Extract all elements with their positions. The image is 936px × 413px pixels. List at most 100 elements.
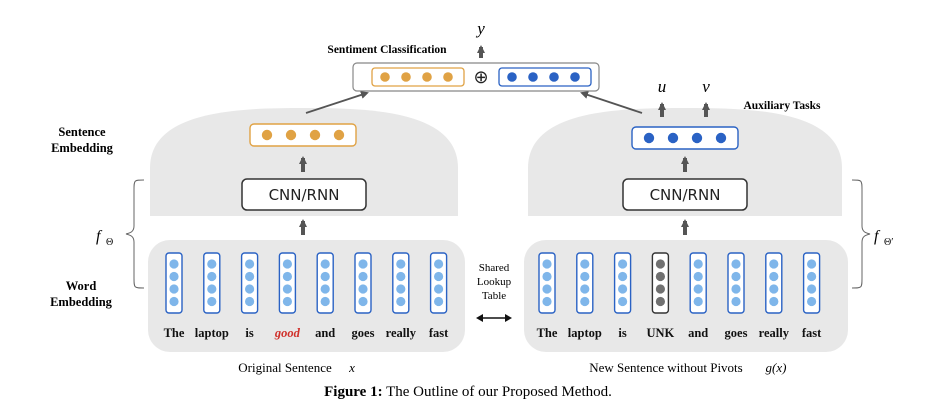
word-vector: [689, 252, 707, 314]
svg-text:Figure 1: The Outline of our P: Figure 1: The Outline of our Proposed Me…: [324, 384, 612, 400]
word-vector-dot: [207, 259, 217, 269]
word-vector: [278, 252, 297, 314]
concat-dot-right: [528, 72, 538, 82]
word-vector-dot: [542, 296, 552, 307]
concat-dot-left: [422, 72, 432, 82]
word-token: The: [164, 326, 185, 340]
svg-text:New Sentence without Pivots: New Sentence without Pivots: [589, 360, 742, 375]
word-vector-dot: [655, 259, 666, 269]
word-vector-dot: [169, 296, 179, 307]
word-vector-dot: [618, 259, 628, 269]
concat-right-vector: [498, 67, 592, 87]
left-encoder-box: [241, 178, 367, 211]
left-encoder-label: CNN/RNN: [269, 186, 340, 204]
caption-text: The Outline of our Proposed Method.: [383, 384, 612, 400]
sentiment-classification-label: Sentiment Classification: [327, 44, 447, 56]
right-to-concat-arrow: [580, 91, 643, 114]
word-vector-dot: [731, 259, 741, 269]
word-embedding-label-line1: Word: [66, 279, 97, 293]
word-token: fast: [429, 326, 449, 340]
word-vector-dot: [320, 259, 330, 269]
word-token: good: [274, 326, 301, 340]
shared-lookup-line2: Lookup: [477, 276, 512, 288]
left-word-panel: [148, 240, 465, 352]
right-brace: [851, 179, 871, 289]
right-sentence-vector: [631, 126, 739, 150]
word-vector-dot: [396, 271, 406, 282]
word-vector-dot: [542, 271, 552, 282]
concat-symbol: ⊕: [473, 67, 488, 88]
figure-caption: Figure 1: The Outline of our Proposed Me…: [324, 384, 612, 400]
word-vector-dot: [434, 271, 444, 282]
word-vector-dot: [396, 296, 406, 307]
word-vector-dot: [580, 271, 590, 282]
word-vector-dot: [320, 271, 330, 282]
word-vector-dot: [655, 271, 666, 282]
classification-block: y Sentiment Classification ⊕: [327, 19, 600, 92]
word-vector-dot: [731, 271, 741, 282]
word-vector-dot: [169, 284, 179, 294]
svg-text:Θ′: Θ′: [884, 237, 893, 248]
concat-dot-left: [443, 72, 453, 82]
word-vector-dot: [655, 284, 666, 294]
word-token: The: [537, 326, 558, 340]
word-vector-dot: [207, 296, 217, 307]
word-vector-dot: [396, 259, 406, 269]
word-vector-dot: [807, 284, 817, 294]
word-vector-dot: [282, 284, 292, 294]
word-vector-dot: [731, 296, 741, 307]
word-vector-dot: [542, 284, 552, 294]
word-vector-dot: [769, 296, 779, 307]
word-vector-dot: [769, 284, 779, 294]
word-vector-dot: [207, 284, 217, 294]
svg-text:Θ: Θ: [106, 237, 113, 248]
word-vector: [429, 252, 448, 314]
word-token: UNK: [647, 326, 675, 340]
word-vector: [651, 252, 670, 314]
concat-dot-left: [380, 72, 390, 82]
svg-text:f: f: [874, 228, 881, 245]
word-vector-dot: [245, 259, 255, 269]
word-vector-dot: [245, 284, 255, 294]
sentence-embedding-dot: [691, 132, 703, 144]
word-vector-dot: [358, 259, 368, 269]
word-vector-dot: [282, 296, 292, 307]
sentence-embedding-dot: [285, 129, 297, 141]
svg-text:g(x): g(x): [766, 360, 787, 375]
word-vector: [613, 252, 632, 314]
word-vector-dot: [282, 259, 292, 269]
word-vector-dot: [693, 284, 703, 294]
word-token: really: [759, 326, 790, 340]
word-vector-dot: [618, 284, 628, 294]
word-token: goes: [352, 326, 375, 340]
shared-lookup-line1: Shared: [479, 262, 510, 274]
sentence-embedding-label-line2: Embedding: [51, 141, 114, 155]
word-vector-dot: [769, 259, 779, 269]
sentence-embedding-dot: [261, 129, 273, 141]
word-vector: [538, 252, 556, 314]
word-vector: [802, 252, 821, 314]
word-vector-dot: [358, 271, 368, 282]
word-vector: [165, 252, 183, 314]
left-brace: [125, 179, 145, 289]
sentence-embedding-dot: [715, 132, 727, 144]
word-vector-dot: [807, 296, 817, 307]
sentence-embedding-dot: [667, 132, 679, 144]
word-vector-dot: [169, 271, 179, 282]
word-vector-dot: [731, 284, 741, 294]
word-vector-dot: [320, 296, 330, 307]
word-vector-dot: [618, 296, 628, 307]
word-vector-dot: [655, 296, 666, 307]
shared-lookup-line3: Table: [482, 290, 506, 302]
f-theta-label: f Θ: [96, 228, 113, 248]
word-vector-dot: [693, 271, 703, 282]
concat-dot-left: [401, 72, 411, 82]
word-token: is: [245, 326, 253, 340]
word-vector: [765, 252, 783, 314]
y-label: y: [475, 19, 485, 38]
word-vector-dot: [580, 296, 590, 307]
word-vector: [576, 252, 594, 314]
